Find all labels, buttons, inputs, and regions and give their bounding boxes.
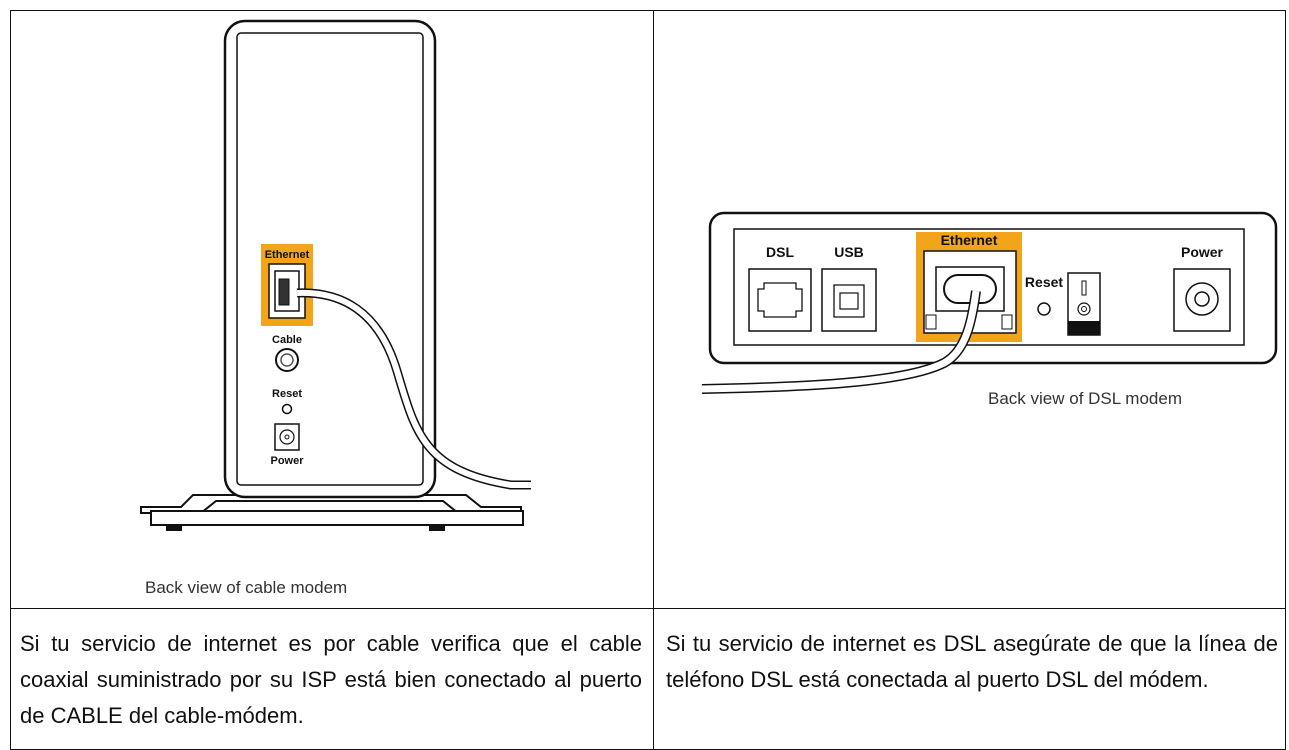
dsl-modem-illustration: DSL USB Ethernet Reset Power Back view o… [701, 211, 1278, 408]
cable-modem-illustration: Ethernet Cable Reset Power Back view of … [140, 19, 531, 597]
dsl-power-label: Power [1181, 244, 1224, 260]
cable-modem-caption: Back view of cable modem [145, 578, 347, 597]
dsl-reset-label: Reset [1025, 274, 1063, 290]
cable-power-label: Power [270, 455, 304, 467]
column-divider [653, 10, 654, 750]
usb-port-label: USB [834, 244, 864, 260]
dsl-ethernet-label: Ethernet [941, 232, 998, 248]
cable-ethernet-label: Ethernet [265, 249, 310, 261]
dsl-port-label: DSL [766, 244, 794, 260]
cable-port-label: Cable [272, 334, 302, 346]
row-divider [10, 608, 1286, 609]
dsl-instruction-text: Si tu servicio de internet es DSL asegúr… [666, 631, 1278, 692]
cable-reset-label: Reset [272, 388, 302, 400]
cable-instruction-text: Si tu servicio de internet es por cable … [20, 631, 642, 728]
dsl-modem-caption: Back view of DSL modem [988, 389, 1182, 408]
